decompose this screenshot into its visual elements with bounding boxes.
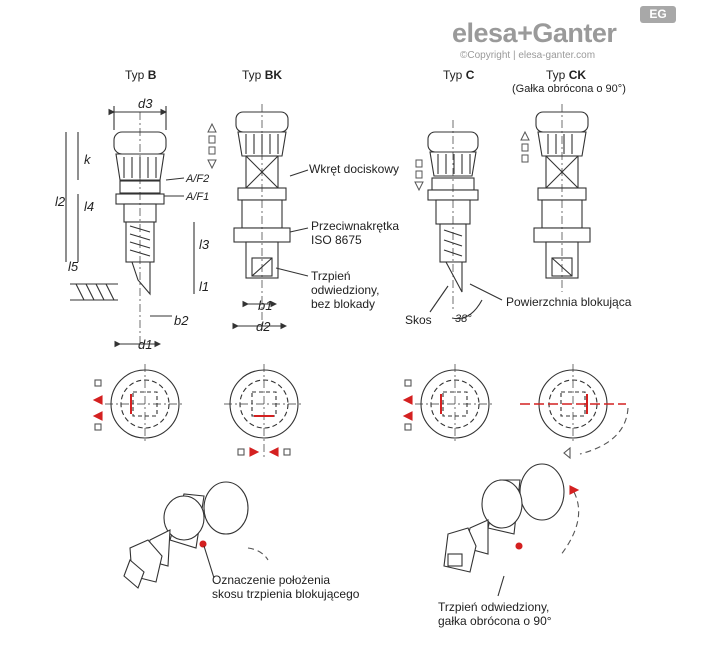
callout-retracted-2: gałka obrócona o 90° — [438, 614, 552, 628]
callout-locknut-1: Przeciwnakrętka — [311, 219, 400, 233]
type-c-heading: Typ C — [443, 68, 475, 82]
callout-pin-3: bez blokady — [311, 297, 376, 311]
motion-arrows — [207, 122, 530, 192]
type-ck-heading: Typ CK — [546, 68, 587, 82]
perspective-view-right — [443, 463, 580, 597]
dim-af1: A/F1 — [186, 191, 210, 203]
dim-b2: b2 — [174, 313, 189, 328]
plunger-type-bk — [232, 104, 309, 330]
dim-l2: l2 — [55, 194, 66, 209]
type-bk-heading: Typ BK — [242, 68, 283, 82]
callout-marking-2: skosu trzpienia blokującego — [212, 587, 360, 601]
callout-bevel: Skos — [405, 313, 432, 327]
dim-af2: A/F2 — [186, 173, 210, 185]
plunger-type-ck — [533, 104, 591, 292]
dim-l5: l5 — [68, 259, 79, 274]
brand-logo: elesa+Ganter — [452, 18, 617, 48]
end-view-bk — [224, 364, 304, 460]
callout-retracted-1: Trzpień odwiedziony, — [438, 600, 550, 614]
end-view-b — [92, 364, 185, 444]
copyright-notice: ©Copyright | elesa-ganter.com — [460, 50, 596, 61]
type-b-heading: Typ B — [125, 68, 157, 82]
plunger-type-c — [427, 120, 503, 320]
callout-marking-1: Oznaczenie położenia — [212, 573, 331, 587]
callout-pin-2: odwiedziony, — [311, 283, 380, 297]
callout-set-screw: Wkręt dociskowy — [309, 162, 400, 176]
end-view-ck — [520, 364, 629, 460]
callout-locknut-2: ISO 8675 — [311, 233, 362, 247]
end-view-c — [402, 364, 495, 444]
dim-l1: l1 — [199, 279, 210, 294]
eg-badge: EG — [640, 6, 676, 23]
dim-k: k — [84, 152, 91, 167]
dim-d3: d3 — [138, 96, 153, 111]
plunger-type-b — [65, 106, 195, 350]
perspective-view-left — [123, 481, 269, 589]
dim-l3: l3 — [199, 237, 210, 252]
callout-locking-surface: Powierzchnia blokująca — [506, 295, 632, 309]
callout-pin-1: Trzpień — [311, 269, 351, 283]
dim-l4: l4 — [84, 199, 95, 214]
type-ck-note: (Gałka obrócona o 90°) — [512, 83, 626, 95]
